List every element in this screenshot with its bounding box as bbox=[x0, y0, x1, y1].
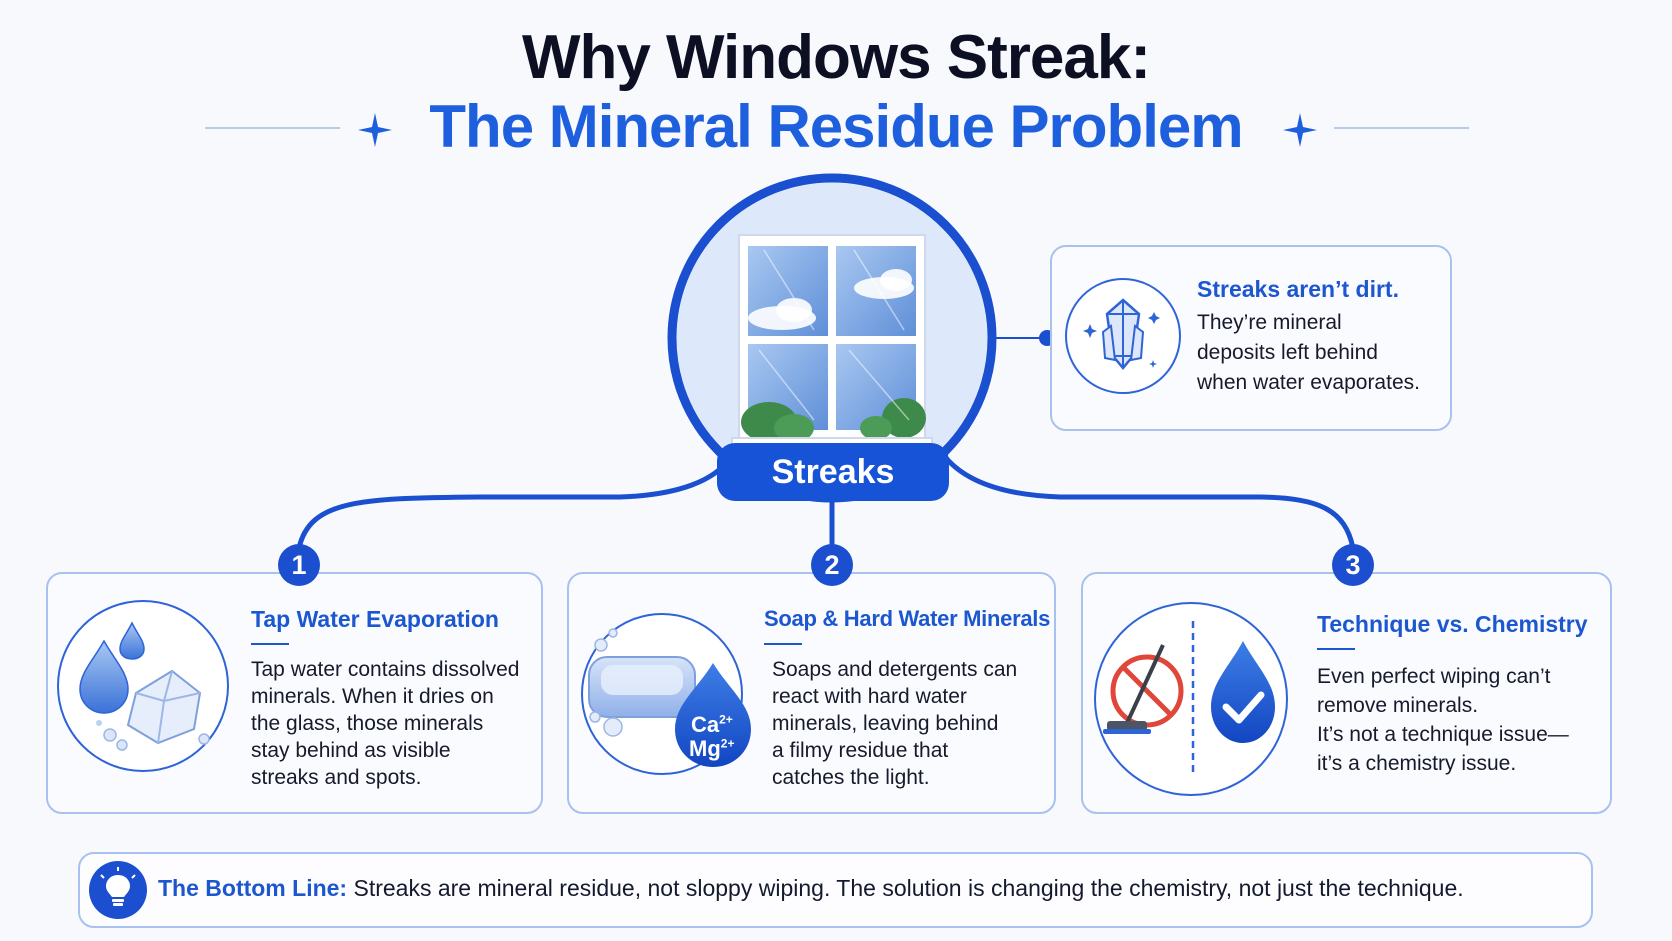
crystal-icon bbox=[1065, 278, 1181, 394]
drop-check-icon bbox=[1211, 641, 1275, 743]
step-body-line: Tap water contains dissolved bbox=[251, 658, 520, 681]
title-underline bbox=[764, 643, 802, 645]
step-body-line: stay behind as visible bbox=[251, 739, 451, 762]
step-body-line: Soaps and detergents can bbox=[772, 658, 1018, 681]
water-drops-crystal-icon bbox=[57, 600, 229, 772]
bottom-line-label: The Bottom Line: bbox=[158, 875, 348, 901]
magnesium-symbol: Mg bbox=[689, 736, 721, 761]
step-title: Technique vs. Chemistry bbox=[1317, 611, 1588, 637]
bottom-line-text: The Bottom Line: Streaks are mineral res… bbox=[158, 875, 1464, 902]
page-title: Why Windows Streak: bbox=[521, 23, 1151, 92]
step-body: Even perfect wiping can’t remove mineral… bbox=[1317, 662, 1569, 778]
center-label: Streaks bbox=[717, 443, 949, 501]
step-body-line: streaks and spots. bbox=[251, 766, 422, 789]
step-number-badge: 1 bbox=[278, 544, 320, 586]
step-body-line: Even perfect wiping can’t bbox=[1317, 665, 1551, 688]
step-body: Soaps and detergents can react with hard… bbox=[772, 656, 1017, 791]
sparkle-icon bbox=[358, 113, 392, 147]
title-underline bbox=[1317, 648, 1355, 650]
sparkle-icon bbox=[1283, 113, 1317, 147]
callout-body-line: deposits left behind bbox=[1197, 341, 1378, 364]
title-underline bbox=[251, 643, 289, 645]
step-body-line: catches the light. bbox=[772, 766, 930, 789]
callout-body-line: They’re mineral bbox=[1197, 311, 1342, 334]
step-title: Soap & Hard Water Minerals bbox=[764, 606, 1051, 631]
page-subtitle: The Mineral Residue Problem bbox=[429, 93, 1243, 160]
bottom-line-message: Streaks are mineral residue, not sloppy … bbox=[347, 875, 1464, 901]
calcium-symbol: Ca bbox=[691, 712, 720, 737]
step-body-line: minerals, leaving behind bbox=[772, 712, 999, 735]
step-body-line: minerals. When it dries on bbox=[251, 685, 494, 708]
soap-bar-drop-icon: Ca2+ Mg2+ bbox=[573, 605, 751, 783]
bottom-line-bar bbox=[78, 852, 1593, 928]
step-body-line: a filmy residue that bbox=[772, 739, 949, 762]
magnesium-charge: 2+ bbox=[720, 736, 735, 751]
lightbulb-icon bbox=[89, 861, 147, 919]
callout-title: Streaks aren’t dirt. bbox=[1197, 276, 1399, 302]
step-body-line: the glass, those minerals bbox=[251, 712, 484, 735]
step-body-line: it’s a chemistry issue. bbox=[1317, 752, 1517, 775]
step-number-badge: 2 bbox=[811, 544, 853, 586]
step-body-line: It’s not a technique issue— bbox=[1317, 723, 1569, 746]
step-title: Tap Water Evaporation bbox=[251, 606, 499, 632]
title-divider-right bbox=[1334, 127, 1469, 129]
callout-body-line: when water evaporates. bbox=[1197, 371, 1420, 394]
calcium-ion-label: Ca2+ bbox=[691, 712, 733, 738]
title-divider-left bbox=[205, 127, 340, 129]
step-body-line: react with hard water bbox=[772, 685, 967, 708]
step-body: Tap water contains dissolved minerals. W… bbox=[251, 656, 519, 791]
technique-vs-chemistry-icon bbox=[1094, 602, 1288, 796]
no-mop-icon bbox=[1103, 644, 1184, 734]
calcium-charge: 2+ bbox=[719, 712, 733, 727]
window-icon bbox=[667, 173, 997, 503]
callout-body: They’re mineral deposits left behind whe… bbox=[1197, 308, 1420, 398]
step-body-line: remove minerals. bbox=[1317, 694, 1479, 717]
magnesium-ion-label: Mg2+ bbox=[689, 736, 734, 762]
step-number-badge: 3 bbox=[1332, 544, 1374, 586]
